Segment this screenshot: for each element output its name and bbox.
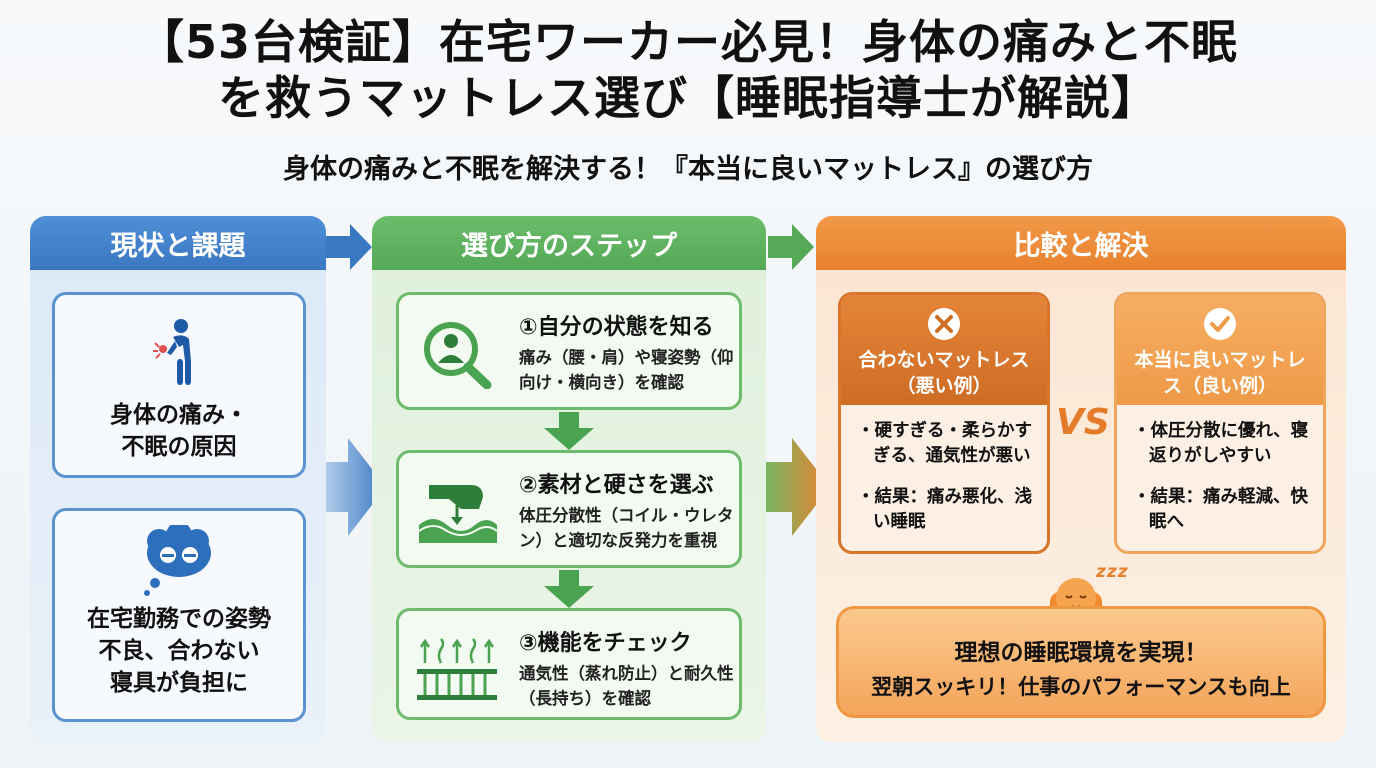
good-title-line-1: 本当に良いマットレ xyxy=(1134,349,1306,371)
result-line-2: 翌朝スッキリ！仕事のパフォーマンスも向上 xyxy=(871,675,1291,699)
good-point-1: ・体圧分散に優れ、寝返りがしやすい xyxy=(1133,421,1309,466)
header-arrow-2 xyxy=(768,224,814,270)
x-circle-icon xyxy=(928,308,960,340)
back-pain-person-icon xyxy=(153,319,191,385)
zzz-label: zzz xyxy=(1096,562,1129,582)
step-3-title: ③機能をチェック xyxy=(519,631,692,656)
bad-title-line-2: （悪い例） xyxy=(896,375,992,397)
bad-title-line-1: 合わないマットレス xyxy=(858,349,1030,371)
breathable-coil-icon xyxy=(417,638,497,700)
page-title: 【53台検証】在宅ワーカー必見！身体の痛みと不眠 を救うマットレス選び【睡眠指導… xyxy=(0,14,1376,126)
flow-arrow-2 xyxy=(758,438,830,536)
issue-posture-line-3: 寝具が負担に xyxy=(110,670,248,696)
step-down-arrow-1 xyxy=(544,412,594,450)
check-circle-icon xyxy=(1204,308,1236,340)
bad-point-2: ・結果：痛み悪化、浅い睡眠 xyxy=(857,487,1032,532)
issue-posture-line-2: 不良、合わない xyxy=(98,638,260,664)
tired-thought-bubble-icon xyxy=(144,525,211,596)
current-issues-panel: 現状と課題 身体の痛み・ 不眠の原因 xyxy=(30,216,326,742)
result-line-1: 理想の睡眠環境を実現！ xyxy=(954,640,1208,666)
title-line-2: を救うマットレス選び【睡眠指導士が解説】 xyxy=(218,71,1158,125)
hand-pressing-mattress-icon xyxy=(418,485,498,543)
selection-steps-panel: 選び方のステップ ①自分の状態を知る 痛み（腰・肩）や寝姿勢（仰向け・横向き）を… xyxy=(372,216,766,742)
step-1-title: ①自分の状態を知る xyxy=(519,315,714,340)
selection-steps-header: 選び方のステップ xyxy=(372,216,766,270)
bad-mattress-card: 合わないマットレス （悪い例） ・硬すぎる・柔らかすぎる、通気性が悪い ・結果：… xyxy=(838,292,1050,554)
current-issues-header: 現状と課題 xyxy=(30,216,326,270)
step-2-title: ②素材と硬さを選ぶ xyxy=(519,473,714,498)
step-1: ①自分の状態を知る 痛み（腰・肩）や寝姿勢（仰向け・横向き）を確認 xyxy=(396,292,742,410)
good-point-2: ・結果：痛み軽減、快眠へ xyxy=(1133,487,1308,532)
good-mattress-card: 本当に良いマットレ ス（良い例） ・体圧分散に優れ、寝返りがしやすい ・結果：痛… xyxy=(1114,292,1326,554)
step-down-arrow-2 xyxy=(544,570,594,608)
issue-pain-line-2: 不眠の原因 xyxy=(121,434,237,460)
issue-card-pain: 身体の痛み・ 不眠の原因 xyxy=(52,292,306,478)
page-subtitle: 身体の痛みと不眠を解決する！『本当に良いマットレス』の選び方 xyxy=(283,154,1093,185)
step-3-desc: 通気性（蒸れ防止）と耐久性（長持ち）を確認 xyxy=(519,664,734,708)
comparison-panel: 比較と解決 合わないマットレス （悪い例） ・硬すぎる・柔らかすぎる、通気性が悪… xyxy=(816,216,1346,742)
vs-label: VS xyxy=(1056,402,1110,443)
header-arrow-1 xyxy=(326,224,372,270)
good-title-line-2: ス（良い例） xyxy=(1162,375,1277,397)
step-2-desc: 体圧分散性（コイル・ウレタン）と適切な反発力を重視 xyxy=(519,506,734,550)
issue-card-posture: 在宅勤務での姿勢 不良、合わない 寝具が負担に xyxy=(52,508,306,722)
step-1-desc: 痛み（腰・肩）や寝姿勢（仰向け・横向き）を確認 xyxy=(519,348,734,392)
result-banner: 理想の睡眠環境を実現！ 翌朝スッキリ！仕事のパフォーマンスも向上 xyxy=(836,606,1326,718)
issue-posture-line-1: 在宅勤務での姿勢 xyxy=(87,606,271,632)
comparison-header: 比較と解決 xyxy=(816,216,1346,270)
step-3: ③機能をチェック 通気性（蒸れ防止）と耐久性（長持ち）を確認 xyxy=(396,608,742,720)
issue-pain-line-1: 身体の痛み・ xyxy=(110,402,248,428)
magnifier-person-icon xyxy=(424,322,492,389)
bad-point-1: ・硬すぎる・柔らかすぎる、通気性が悪い xyxy=(857,421,1032,466)
step-2: ②素材と硬さを選ぶ 体圧分散性（コイル・ウレタン）と適切な反発力を重視 xyxy=(396,450,742,568)
flow-arrow-1 xyxy=(314,438,386,536)
title-line-1: 【53台検証】在宅ワーカー必見！身体の痛みと不眠 xyxy=(137,15,1238,69)
